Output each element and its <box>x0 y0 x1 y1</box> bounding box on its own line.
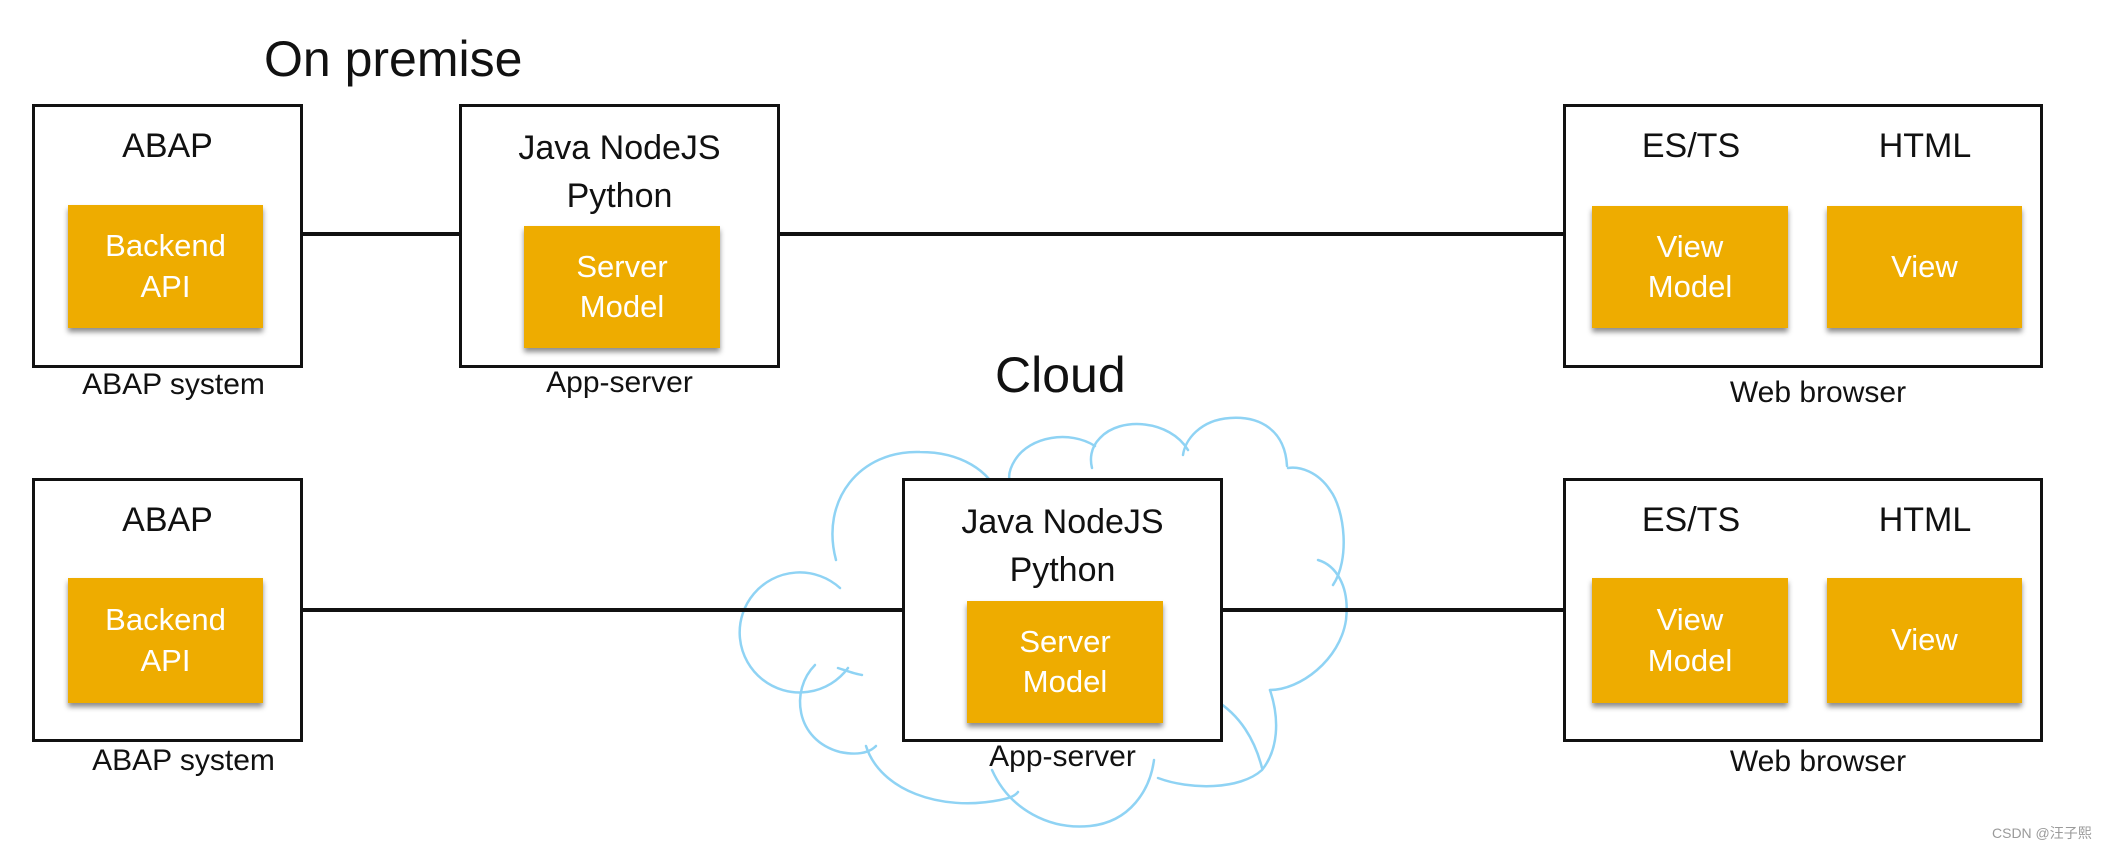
app-server-heading-line2: Python <box>1009 551 1116 589</box>
app-server-caption: App-server <box>546 366 693 399</box>
backend-api-component: Backend API <box>68 578 263 703</box>
view-component: View <box>1827 578 2022 703</box>
app-server-heading-line2: Python <box>566 177 673 215</box>
cloud-title: Cloud <box>995 347 1126 403</box>
abap-system-caption: ABAP system <box>92 744 275 777</box>
server-model-component: Server Model <box>967 601 1163 723</box>
view-model-component: View Model <box>1592 206 1788 328</box>
abap-system-caption: ABAP system <box>82 368 265 401</box>
app-server-caption: App-server <box>989 740 1136 773</box>
component-label: Model <box>1647 642 1733 678</box>
web-browser-caption: Web browser <box>1729 376 1907 409</box>
component-label: Model <box>579 289 665 324</box>
connector-line <box>1223 608 1563 612</box>
abap-heading: ABAP <box>122 127 213 165</box>
connector-line <box>780 232 1563 236</box>
component-label: View <box>1891 248 1958 284</box>
server-model-component: Server Model <box>524 226 720 348</box>
web-browser-caption: Web browser <box>1729 745 1907 778</box>
component-label: View <box>1656 602 1724 638</box>
component-label: Backend <box>105 228 226 264</box>
abap-heading: ABAP <box>122 501 213 539</box>
component-label: Server <box>1019 623 1111 659</box>
view-component: View <box>1827 206 2022 328</box>
component-label: Backend <box>105 602 226 638</box>
component-label: Model <box>1647 269 1733 304</box>
app-server-heading-line1: Java NodeJS <box>518 129 721 167</box>
on-premise-title: On premise <box>264 31 523 87</box>
connector-line <box>303 608 902 612</box>
connector-line <box>303 232 459 236</box>
app-server-heading-line1: Java NodeJS <box>961 503 1164 541</box>
component-label: View <box>1656 228 1724 264</box>
component-label: API <box>140 642 191 678</box>
component-label: Model <box>1022 664 1108 699</box>
es-ts-heading: ES/TS <box>1641 127 1741 165</box>
html-heading: HTML <box>1878 501 1972 539</box>
view-model-component: View Model <box>1592 578 1788 703</box>
component-label: Server <box>576 248 668 284</box>
watermark: CSDN @汪子熙 <box>1992 825 2092 841</box>
component-label: API <box>140 268 191 304</box>
html-heading: HTML <box>1878 127 1972 165</box>
backend-api-component: Backend API <box>68 205 263 328</box>
component-label: View <box>1891 622 1958 658</box>
es-ts-heading: ES/TS <box>1641 501 1741 539</box>
